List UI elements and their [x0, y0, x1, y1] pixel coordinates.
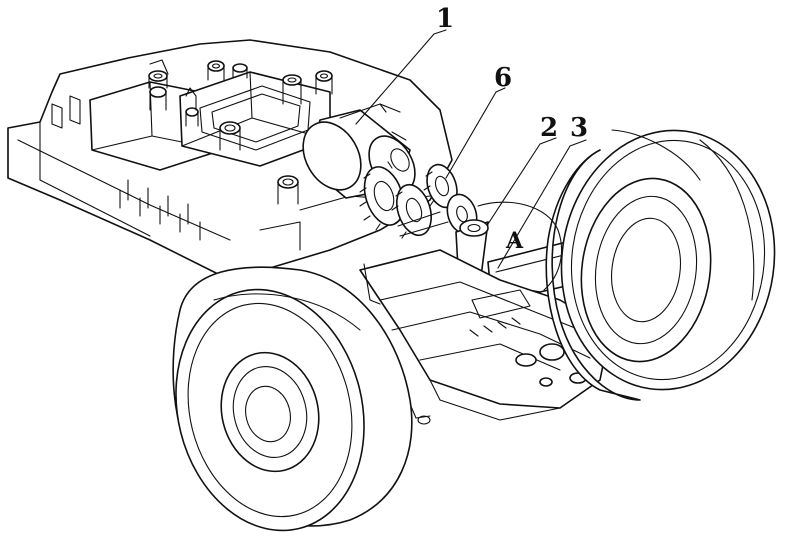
label-part-1: 1 [436, 4, 454, 34]
label-part-2: 2 [540, 113, 558, 143]
label-part-6: 6 [494, 63, 512, 93]
label-detail-a: A [505, 228, 524, 254]
left-wheel [151, 267, 412, 544]
label-part-3: 3 [570, 113, 588, 143]
